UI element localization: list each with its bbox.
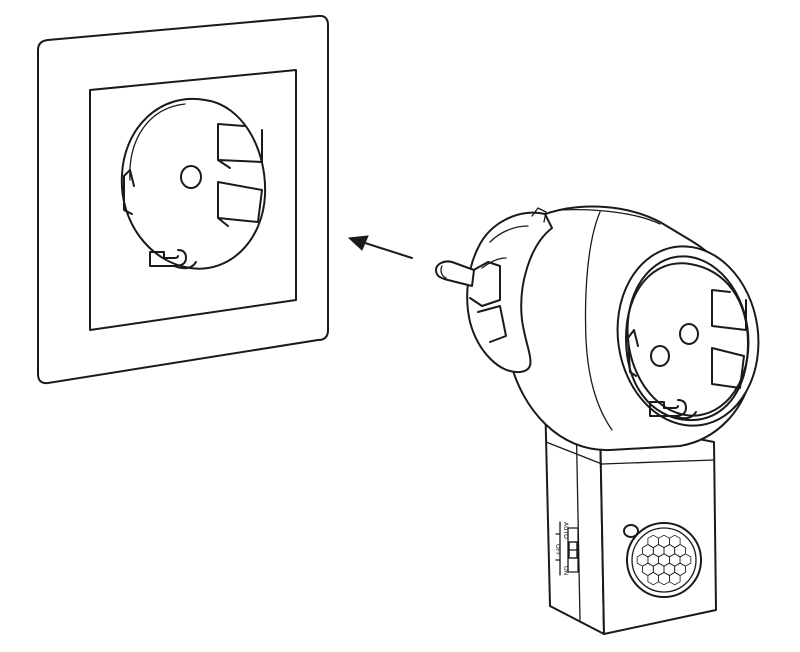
- switch-label-off: OFF: [554, 544, 561, 556]
- socket-recess-inner: [129, 103, 186, 181]
- front-socket-bottom-hook: [649, 399, 697, 420]
- switch-label-on: ON: [562, 566, 569, 575]
- arrow-head: [347, 235, 369, 251]
- front-socket-recess: [625, 262, 749, 422]
- socket-earth-clip-mid: [217, 181, 263, 227]
- mode-switch: AUTO OFF ON: [554, 521, 579, 576]
- pir-lens-facets: [636, 534, 692, 586]
- front-socket-clip-top: [711, 289, 747, 331]
- sensor-housing-seam-2: [601, 459, 715, 465]
- socket-pin-hole: [180, 165, 202, 189]
- front-socket-hole-right: [679, 323, 699, 345]
- mode-switch-slot: [567, 527, 579, 573]
- plug-collar-ridge: [481, 225, 529, 269]
- sensor-housing-seam: [545, 441, 603, 465]
- body-groove: [584, 211, 613, 431]
- switch-label-auto: AUTO: [562, 522, 569, 539]
- front-socket-clip-left: [627, 329, 639, 377]
- pir-lens-inner: [631, 527, 697, 593]
- body-edge-line: [559, 208, 661, 225]
- sensor-housing-edge: [575, 411, 581, 621]
- plug-pin: [435, 260, 475, 287]
- pir-lens-ring: [626, 522, 702, 598]
- socket-earth-clip-left: [123, 169, 135, 215]
- plug-pin-tip: [440, 265, 447, 279]
- status-led: [623, 524, 639, 538]
- motion-sensor-adapter: AUTO OFF ON: [435, 205, 760, 635]
- plug-earth-clip-lower: [477, 305, 507, 343]
- plug-earth-clip: [469, 261, 501, 307]
- wall-plate-inner: [89, 69, 297, 331]
- plug-collar: [466, 211, 553, 374]
- plug-clip-top: [531, 207, 547, 223]
- wall-socket: [37, 14, 329, 385]
- mode-switch-bracket: [555, 521, 561, 576]
- pir-lens-facet: [669, 571, 681, 586]
- front-socket-hole-left: [650, 345, 670, 367]
- front-socket-clip-mid: [711, 347, 745, 389]
- insert-direction-arrow: [347, 235, 413, 259]
- wall-plate-outer: [37, 14, 329, 385]
- socket-bottom-hook: [149, 249, 197, 270]
- arrow-shaft: [361, 241, 413, 259]
- socket-earth-clip-top: [217, 123, 263, 169]
- pir-sensor-lens: [626, 522, 702, 598]
